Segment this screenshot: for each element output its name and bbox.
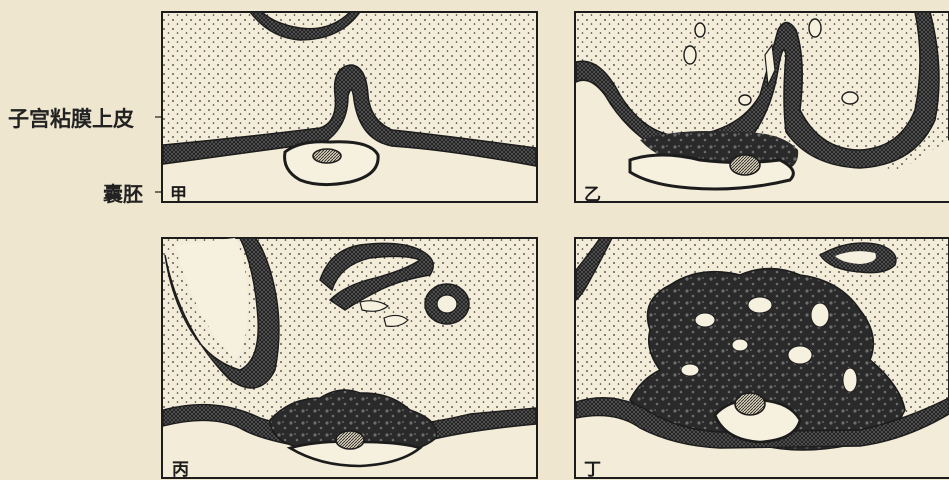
- inner-cell-mass: [336, 431, 364, 449]
- panel-bing: [162, 238, 537, 478]
- inner-cell-mass: [313, 149, 341, 163]
- panel-letter-jia: 甲: [170, 180, 187, 205]
- panel-jia: [162, 12, 537, 202]
- inner-cell-mass: [735, 393, 765, 415]
- blastocyst: [630, 155, 793, 189]
- panel-letter-yi: 乙: [584, 180, 601, 205]
- endometrial-epithelium-label: 子宫粘膜上皮: [8, 103, 134, 133]
- panel-letter-ding: 丁: [584, 455, 601, 480]
- panel-ding: [575, 238, 949, 478]
- inner-cell-mass: [730, 155, 760, 175]
- blastocyst-label: 囊胚: [103, 178, 143, 207]
- panel-yi: [575, 12, 949, 202]
- panel-letter-bing: 丙: [172, 455, 189, 480]
